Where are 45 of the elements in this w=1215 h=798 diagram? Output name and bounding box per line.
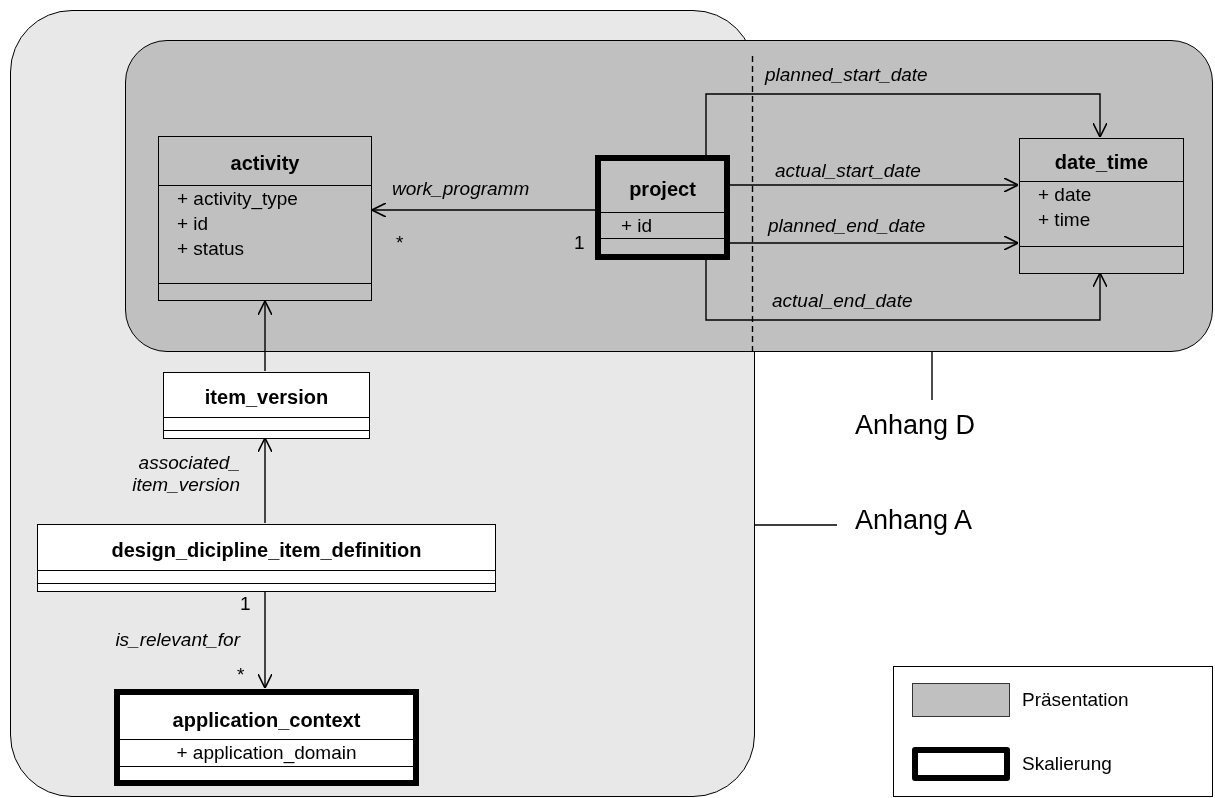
legend-text: Skalierung (1022, 753, 1112, 775)
class-name: project (628, 177, 697, 202)
association-arrow (729, 177, 1019, 193)
attribute-text: + activity_type (177, 186, 299, 211)
annex-label: Anhang D (855, 400, 1015, 450)
attribute-text: + id (621, 214, 654, 238)
attribute-text: + date (1038, 182, 1093, 207)
attribute-text: + id (177, 211, 210, 236)
region-area (125, 40, 1213, 352)
association-arrow (729, 235, 1019, 251)
edge-label: is_relevant_for (115, 629, 240, 651)
class-name: date_time (1053, 150, 1150, 175)
edge-label: actual_end_date (772, 290, 913, 312)
association-arrow (705, 93, 1108, 156)
class-box (1019, 138, 1184, 274)
association-arrow (705, 259, 1108, 321)
association-arrow (257, 300, 273, 372)
class-name: activity (229, 151, 301, 176)
edge-label: planned_start_date (765, 64, 928, 86)
class-name: design_dicipline_item_definition (110, 538, 423, 563)
attribute-text: + status (177, 236, 246, 261)
class-box (114, 689, 419, 786)
association-arrow (257, 437, 273, 524)
class-box (163, 372, 370, 439)
multiplicity-label: * (237, 664, 245, 686)
edge-label: associated_ item_version (131, 452, 240, 496)
class-name: item_version (203, 385, 330, 410)
multiplicity-label: * (396, 232, 404, 254)
leader-line (931, 351, 933, 401)
multiplicity-label: 1 (240, 593, 251, 615)
class-box (595, 155, 730, 260)
edge-label: planned_end_date (768, 215, 926, 237)
class-box (37, 524, 496, 592)
edge-label: work_programm (392, 178, 530, 200)
legend-text: Präsentation (1022, 689, 1129, 711)
attribute-text: + time (1038, 207, 1092, 232)
class-name: application_context (171, 708, 362, 733)
leader-line (754, 524, 838, 526)
class-box (158, 136, 372, 301)
annex-label: Anhang A (837, 505, 1015, 545)
association-arrow (257, 590, 273, 689)
attribute-text: + application_domain (175, 741, 358, 765)
edge-label: actual_start_date (775, 160, 921, 182)
association-arrow (371, 202, 596, 218)
multiplicity-label: 1 (574, 232, 585, 254)
